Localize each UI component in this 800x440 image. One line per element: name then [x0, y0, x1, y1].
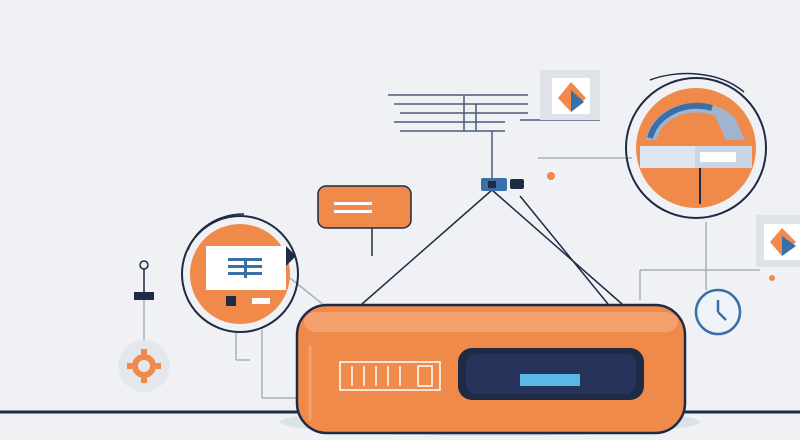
clock-icon — [694, 288, 742, 336]
router-cables — [361, 189, 623, 305]
cable-connector — [481, 178, 524, 191]
monitor-icon — [625, 72, 767, 219]
chat-bubble-icon — [317, 185, 412, 256]
router-icon — [295, 303, 687, 435]
gear-icon — [118, 340, 170, 392]
signal-lines-top — [388, 94, 600, 178]
signal-antenna-icon — [134, 260, 154, 340]
photo-frame-icon-right — [756, 215, 800, 281]
window-panel-icon — [181, 213, 299, 333]
photo-frame-icon — [540, 70, 600, 120]
status-dot — [547, 172, 555, 180]
